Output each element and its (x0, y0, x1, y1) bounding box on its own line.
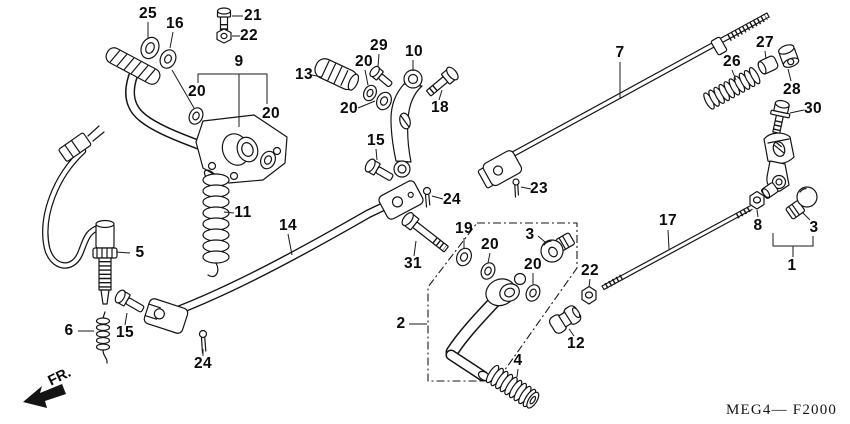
callout-9-4: 9 (234, 53, 244, 70)
washer-20-pedal-bottom-drawing (525, 284, 541, 302)
washer-20-lever-top-drawing (362, 84, 378, 102)
callout-20-34: 20 (480, 236, 500, 253)
callout-24-20: 24 (442, 191, 462, 208)
ball-joint-3-right-drawing (785, 186, 818, 220)
washer-25-drawing (140, 36, 160, 60)
spring-6-drawing (95, 311, 111, 364)
bolt-15-left-drawing (114, 289, 145, 313)
leader-lines (78, 15, 811, 378)
nut-22-right-drawing (581, 285, 597, 305)
callout-20-6: 20 (261, 105, 281, 122)
bracket-1 (772, 233, 814, 257)
callout-22-31: 22 (580, 262, 600, 279)
callout-29-14: 29 (369, 37, 389, 54)
callout-30-26: 30 (803, 100, 823, 117)
washer-20-lever-bottom-drawing (376, 91, 392, 111)
callout-3-29: 3 (809, 219, 819, 236)
callout-11-7: 11 (234, 204, 252, 221)
callout-10-17: 10 (404, 43, 424, 60)
diagram-code: MEG4— F2000 (726, 402, 838, 418)
rubber-peg-13-drawing (314, 58, 360, 91)
bolt-18-drawing (426, 66, 459, 97)
washer-20-pedal-top-drawing (480, 262, 496, 280)
callout-19-33: 19 (454, 220, 474, 237)
callout-6-9: 6 (64, 322, 74, 339)
spring-11-drawing (202, 169, 230, 278)
callout-17-27: 17 (658, 212, 678, 229)
washer-16-drawing (159, 49, 177, 69)
axis-line (171, 69, 195, 109)
bolt-29-drawing (369, 65, 393, 88)
callout-12-32: 12 (566, 335, 586, 352)
bolt-15-upper-drawing (364, 158, 394, 181)
callout-13-13: 13 (294, 66, 314, 83)
bracket-9 (197, 73, 268, 127)
washer-20-brake-left-drawing (188, 107, 204, 125)
cotter-pin-24-upper-drawing (422, 186, 432, 208)
nut-8-drawing (749, 190, 765, 210)
callout-14-12: 14 (278, 217, 298, 234)
callout-21-2: 21 (243, 7, 263, 24)
washer-20-brake-right-drawing (260, 150, 276, 170)
callout-20-15: 20 (354, 53, 374, 70)
callout-26-23: 26 (722, 53, 742, 70)
brake-switch-5-drawing (42, 125, 118, 305)
callout-8-28: 8 (753, 217, 763, 234)
brake-rod-7-drawing (477, 12, 770, 189)
callout-31-38: 31 (403, 255, 423, 272)
callout-20-35: 20 (523, 256, 543, 273)
callout-25-0: 25 (138, 5, 158, 22)
ball-joint-3-center-drawing (540, 232, 575, 263)
gearshift-rod-17-drawing (601, 205, 753, 291)
callout-5-8: 5 (135, 244, 145, 261)
nut-22-top-drawing (216, 28, 232, 44)
brake-rod-14-drawing (143, 180, 424, 334)
brake-pedal-drawing (105, 47, 215, 154)
cotter-pin-24-left-drawing (198, 329, 208, 354)
callout-2-37: 2 (396, 315, 406, 332)
bolt-31-drawing (401, 212, 449, 253)
callout-18-18: 18 (430, 99, 450, 116)
callout-15-19: 15 (366, 132, 386, 149)
bushing-12-drawing (548, 305, 582, 334)
washer-19-drawing (456, 247, 472, 267)
pedal-bracket-9-drawing (195, 114, 288, 184)
pedal-rubber-4-drawing (485, 364, 540, 409)
callout-20-5: 20 (187, 83, 207, 100)
cotter-pin-23-drawing (512, 178, 520, 198)
callout-22-3: 22 (239, 27, 259, 44)
callout-24-11: 24 (193, 355, 213, 372)
callout-20-16: 20 (339, 100, 359, 117)
callout-16-1: 16 (165, 15, 185, 32)
callout-1-30: 1 (787, 257, 797, 274)
gear-pedal-2-drawing (445, 272, 527, 382)
callout-28-25: 28 (782, 81, 802, 98)
bolt-21-drawing (216, 7, 232, 31)
bolt-30-drawing (770, 99, 791, 134)
lever-10-drawing (390, 69, 423, 178)
callout-7-22: 7 (615, 44, 625, 61)
spring-26-drawing (703, 67, 761, 110)
callout-15-10: 15 (115, 324, 135, 341)
cap-nut-28-drawing (778, 44, 800, 68)
callout-23-21: 23 (529, 180, 549, 197)
callout-3-36: 3 (525, 226, 535, 243)
gearshift-arm-1-drawing (761, 132, 795, 199)
callout-4-39: 4 (513, 352, 523, 369)
fr-arrow-icon (23, 384, 66, 408)
collar-27-drawing (757, 55, 779, 75)
callout-27-24: 27 (755, 34, 775, 51)
